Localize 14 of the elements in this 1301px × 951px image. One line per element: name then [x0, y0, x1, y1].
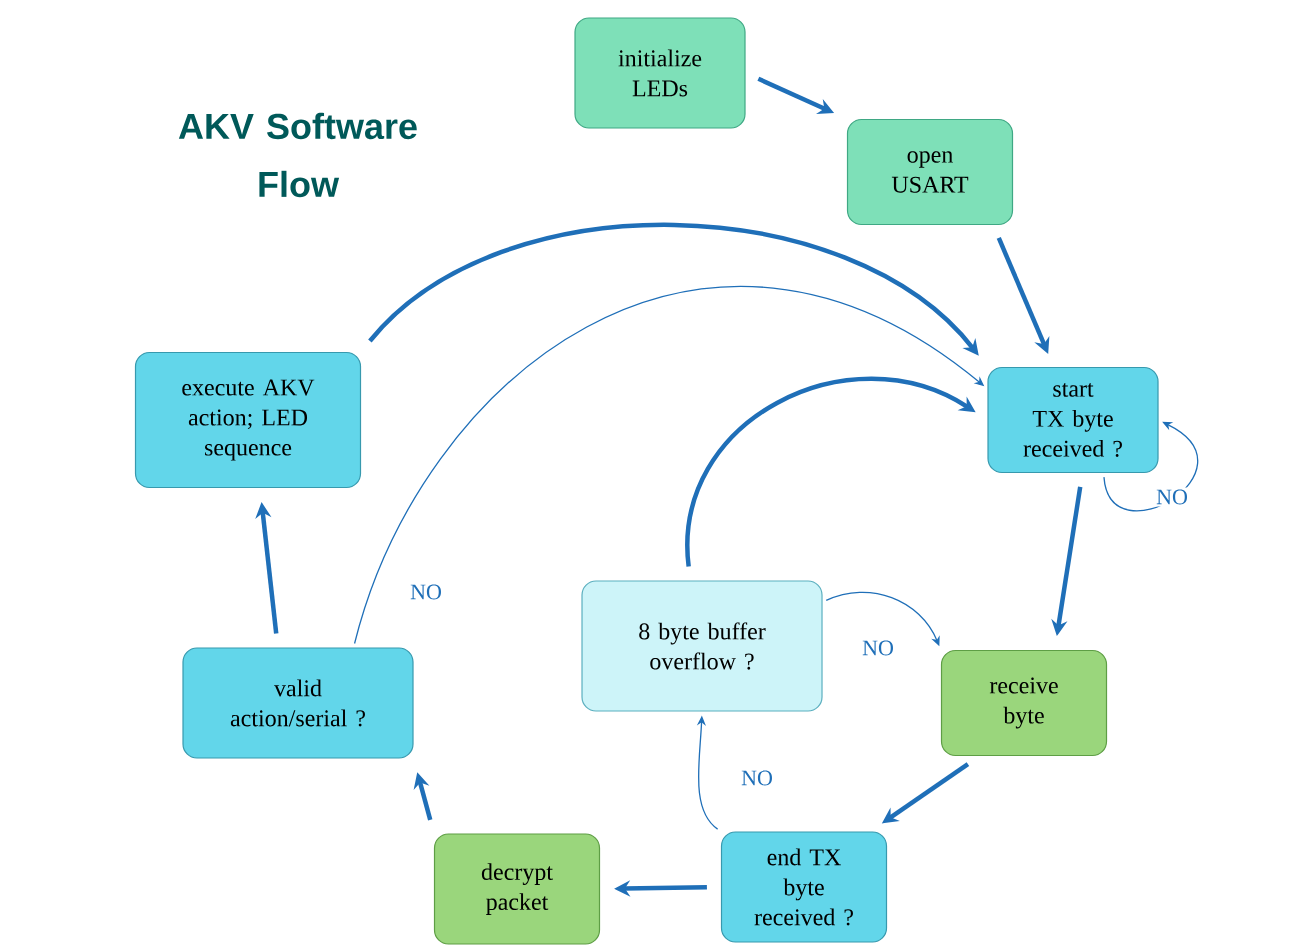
title: AKV Software Flow — [178, 112, 417, 198]
process-box: decrypt packet — [433, 833, 601, 945]
edge-label: NO — [860, 638, 896, 658]
process-box: 8 byte buffer overflow ? — [581, 580, 823, 712]
process-box: end TX byte received ? — [720, 831, 888, 943]
edge-label: NO — [408, 582, 444, 602]
process-box: execute AKV action; LED sequence — [134, 351, 362, 489]
process-box: start TX byte received ? — [987, 366, 1159, 474]
process-box: initialize LEDs — [574, 17, 746, 129]
process-box: valid action/serial ? — [182, 647, 414, 759]
edge-label: NO — [739, 768, 775, 788]
process-box: receive byte — [940, 649, 1108, 757]
process-box: open USART — [846, 118, 1014, 226]
edge-label: NO — [1154, 487, 1190, 507]
